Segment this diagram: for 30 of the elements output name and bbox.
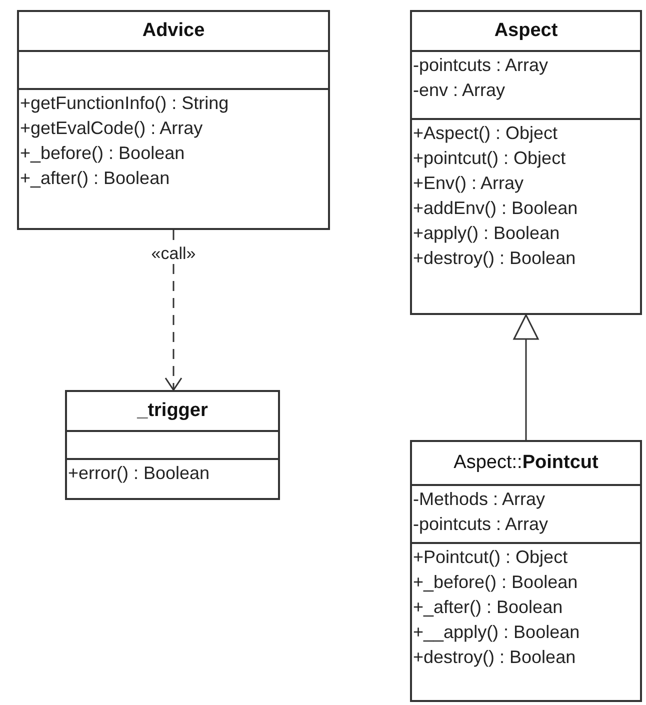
member-text: +__apply() : Boolean (412, 621, 581, 644)
member-text: -pointcuts : Array (412, 513, 550, 536)
member-text: +Aspect() : Object (412, 122, 559, 145)
member-text: +Env() : Array (412, 172, 525, 195)
member-text: +pointcut() : Object (412, 147, 567, 170)
member-text: +addEnv() : Boolean (412, 197, 579, 220)
member-text: +error() : Boolean (67, 462, 211, 485)
member-text: +_after() : Boolean (19, 167, 171, 190)
dependency-arrow (164, 230, 182, 391)
member-text: -Methods : Array (412, 488, 546, 511)
inheritance-arrow (513, 314, 539, 440)
member-text: +getEvalCode() : Array (19, 117, 204, 140)
member-text: -pointcuts : Array (412, 54, 550, 77)
member-text: +_after() : Boolean (412, 596, 564, 619)
member-text: +Pointcut() : Object (412, 546, 569, 569)
class-box (65, 390, 280, 500)
class-box (410, 10, 642, 315)
class-box (410, 440, 642, 702)
class-name: Aspect (494, 18, 558, 43)
member-text: +getFunctionInfo() : String (19, 92, 230, 115)
member-text: +apply() : Boolean (412, 222, 561, 245)
member-text: +destroy() : Boolean (412, 646, 577, 669)
member-text: -env : Array (412, 79, 506, 102)
class-name: _trigger (137, 398, 208, 423)
class-box (17, 10, 330, 230)
member-text: +destroy() : Boolean (412, 247, 577, 270)
member-text: +_before() : Boolean (412, 571, 579, 594)
class-name: Advice (142, 18, 205, 43)
class-name: Aspect::Pointcut (454, 450, 598, 475)
member-text: +_before() : Boolean (19, 142, 186, 165)
